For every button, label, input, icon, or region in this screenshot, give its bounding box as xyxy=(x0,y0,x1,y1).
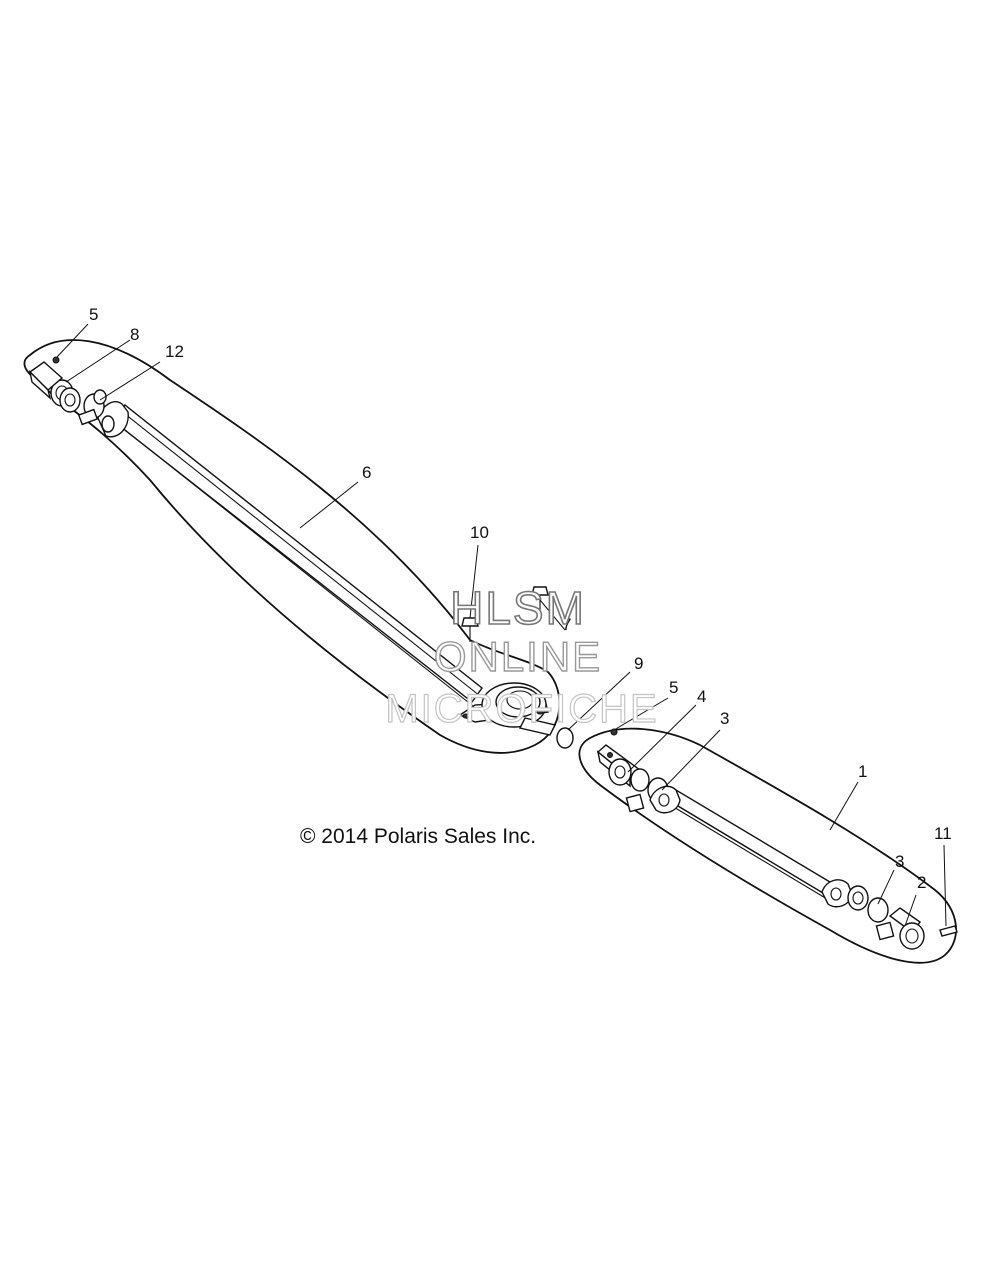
mounting-bolts xyxy=(461,586,549,642)
callout-8: 8 xyxy=(130,325,139,344)
grease-fitting-front-end xyxy=(607,752,613,758)
bearing-cups-rear xyxy=(50,379,81,413)
callout-10: 10 xyxy=(470,523,489,542)
callout-5-front: 5 xyxy=(669,678,678,697)
callout-12: 12 xyxy=(165,342,184,361)
callout-1: 1 xyxy=(858,762,867,781)
rear-shaft-group-outline xyxy=(23,339,561,754)
u-joint-cross-rear xyxy=(77,389,107,426)
callout-11: 11 xyxy=(934,824,952,843)
grease-fitting-front xyxy=(610,728,618,736)
rear-drive-shaft xyxy=(110,404,483,711)
leader-lines xyxy=(56,323,947,927)
callout-9: 9 xyxy=(634,654,643,673)
callout-5-top: 5 xyxy=(89,305,98,324)
roll-pin xyxy=(939,925,958,937)
watermark-line-2: ONLINE xyxy=(434,633,602,680)
watermark: HLSM ONLINE MICROFICHE xyxy=(385,581,658,731)
u-joint-front-right xyxy=(821,879,925,950)
rear-yoke xyxy=(97,401,129,438)
u-joint-front-left xyxy=(608,758,681,814)
watermark-line-3: MICROFICHE xyxy=(385,687,658,731)
callout-6: 6 xyxy=(362,463,371,482)
rear-slip-yoke xyxy=(28,361,64,401)
watermark-line-1: HLSM xyxy=(450,582,586,634)
grease-fitting-rear xyxy=(52,356,60,364)
callout-3-front-right: 3 xyxy=(895,852,904,871)
snap-ring xyxy=(556,727,574,749)
copyright-text: © 2014 Polaris Sales Inc. xyxy=(300,825,536,848)
callout-3-front-left: 3 xyxy=(720,709,729,728)
callout-4: 4 xyxy=(697,687,706,706)
callout-2: 2 xyxy=(917,873,926,892)
center-support-bearing xyxy=(458,682,557,736)
callout-7: 7 xyxy=(562,615,571,634)
